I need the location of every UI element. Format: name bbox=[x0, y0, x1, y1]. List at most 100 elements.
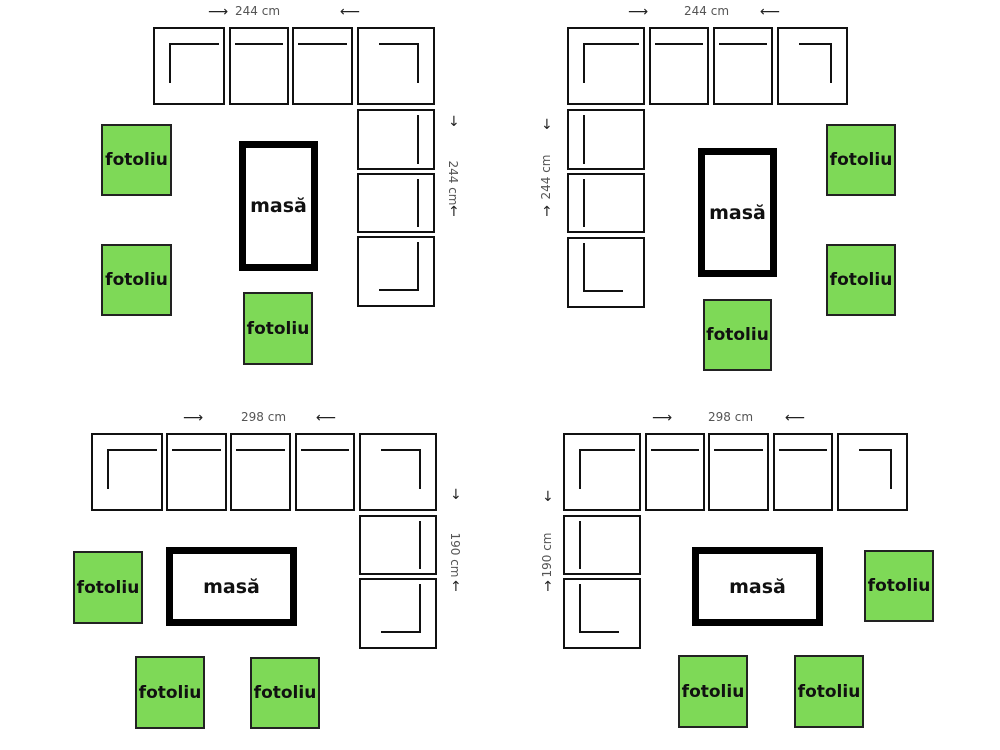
backrest-line bbox=[579, 449, 581, 489]
arrow-left-icon: ⟵ bbox=[316, 410, 337, 426]
backrest-line bbox=[107, 449, 157, 451]
armchair: fotoliu bbox=[73, 551, 143, 624]
sofa-module bbox=[357, 109, 435, 170]
armchair: fotoliu bbox=[826, 124, 896, 196]
armchair: fotoliu bbox=[135, 656, 205, 729]
armchair: fotoliu bbox=[678, 655, 748, 728]
arrow-up-icon: ↑ bbox=[450, 579, 462, 595]
arrow-left-icon: ⟵ bbox=[340, 4, 361, 20]
arrow-down-icon: ↓ bbox=[448, 114, 460, 130]
sofa-module bbox=[295, 433, 355, 511]
corner-sofa-module bbox=[837, 433, 908, 511]
backrest-line bbox=[583, 243, 585, 292]
backrest-line bbox=[172, 449, 221, 451]
corner-sofa-module bbox=[567, 27, 645, 105]
backrest-line bbox=[583, 290, 623, 292]
backrest-line bbox=[583, 43, 639, 45]
corner-sofa-module bbox=[777, 27, 848, 105]
armchair: fotoliu bbox=[243, 292, 313, 365]
coffee-table: masă bbox=[166, 547, 297, 626]
backrest-line bbox=[859, 449, 892, 451]
arrow-down-icon: ↓ bbox=[542, 489, 554, 505]
backrest-line bbox=[169, 43, 219, 45]
backrest-line bbox=[579, 521, 581, 569]
backrest-line bbox=[655, 43, 703, 45]
armchair: fotoliu bbox=[101, 244, 172, 316]
backrest-line bbox=[417, 242, 419, 291]
corner-sofa-module bbox=[357, 236, 435, 307]
sofa-module bbox=[229, 27, 289, 105]
sofa-module bbox=[567, 109, 645, 170]
armchair: fotoliu bbox=[101, 124, 172, 196]
width-dimension-label: 298 cm bbox=[708, 410, 754, 424]
arrow-right-icon: ⟶ bbox=[183, 410, 204, 426]
backrest-line bbox=[583, 179, 585, 227]
backrest-line bbox=[714, 449, 763, 451]
coffee-table: masă bbox=[239, 141, 318, 271]
arrow-right-icon: ⟶ bbox=[208, 4, 229, 20]
backrest-line bbox=[236, 449, 285, 451]
sofa-module bbox=[359, 515, 437, 575]
backrest-line bbox=[235, 43, 283, 45]
backrest-line bbox=[379, 43, 419, 45]
corner-sofa-module bbox=[567, 237, 645, 308]
sofa-module bbox=[773, 433, 833, 511]
arrow-up-icon: ↑ bbox=[541, 204, 553, 220]
backrest-line bbox=[779, 449, 827, 451]
sofa-module bbox=[567, 173, 645, 233]
corner-sofa-module bbox=[91, 433, 163, 511]
arrow-down-icon: ↓ bbox=[450, 487, 462, 503]
arrow-up-icon: ↑ bbox=[448, 204, 460, 220]
width-dimension-label: 298 cm bbox=[241, 410, 287, 424]
arrow-left-icon: ⟵ bbox=[760, 4, 781, 20]
backrest-line bbox=[719, 43, 767, 45]
corner-sofa-module bbox=[359, 433, 437, 511]
backrest-line bbox=[419, 521, 421, 569]
backrest-line bbox=[298, 43, 347, 45]
armchair: fotoliu bbox=[250, 657, 320, 729]
arrow-left-icon: ⟵ bbox=[785, 410, 806, 426]
depth-dimension-label: 190 cm bbox=[448, 532, 462, 578]
arrow-down-icon: ↓ bbox=[541, 117, 553, 133]
backrest-line bbox=[830, 43, 832, 83]
backrest-line bbox=[583, 43, 585, 83]
sofa-module bbox=[713, 27, 773, 105]
backrest-line bbox=[417, 115, 419, 164]
backrest-line bbox=[583, 115, 585, 164]
backrest-line bbox=[579, 449, 635, 451]
armchair: fotoliu bbox=[826, 244, 896, 316]
backrest-line bbox=[169, 43, 171, 83]
width-dimension-label: 244 cm bbox=[684, 4, 730, 18]
armchair: fotoliu bbox=[864, 550, 934, 622]
backrest-line bbox=[419, 584, 421, 633]
sofa-module bbox=[649, 27, 709, 105]
depth-dimension-label: 190 cm bbox=[540, 532, 554, 578]
backrest-line bbox=[651, 449, 699, 451]
coffee-table: masă bbox=[692, 547, 823, 626]
sofa-module bbox=[645, 433, 705, 511]
sofa-module bbox=[230, 433, 291, 511]
backrest-line bbox=[579, 584, 581, 633]
backrest-line bbox=[419, 449, 421, 489]
corner-sofa-module bbox=[153, 27, 225, 105]
corner-sofa-module bbox=[563, 433, 641, 511]
backrest-line bbox=[379, 289, 419, 291]
backrest-line bbox=[417, 43, 419, 83]
backrest-line bbox=[381, 631, 421, 633]
corner-sofa-module bbox=[359, 578, 437, 649]
width-dimension-label: 244 cm bbox=[235, 4, 281, 18]
backrest-line bbox=[417, 179, 419, 227]
corner-sofa-module bbox=[563, 578, 641, 649]
sofa-module bbox=[292, 27, 353, 105]
coffee-table: masă bbox=[698, 148, 777, 277]
arrow-right-icon: ⟶ bbox=[652, 410, 673, 426]
corner-sofa-module bbox=[357, 27, 435, 105]
armchair: fotoliu bbox=[703, 299, 772, 371]
arrow-right-icon: ⟶ bbox=[628, 4, 649, 20]
armchair: fotoliu bbox=[794, 655, 864, 728]
backrest-line bbox=[799, 43, 832, 45]
sofa-module bbox=[166, 433, 227, 511]
depth-dimension-label: 244 cm bbox=[539, 154, 553, 200]
sofa-module bbox=[708, 433, 769, 511]
backrest-line bbox=[381, 449, 421, 451]
